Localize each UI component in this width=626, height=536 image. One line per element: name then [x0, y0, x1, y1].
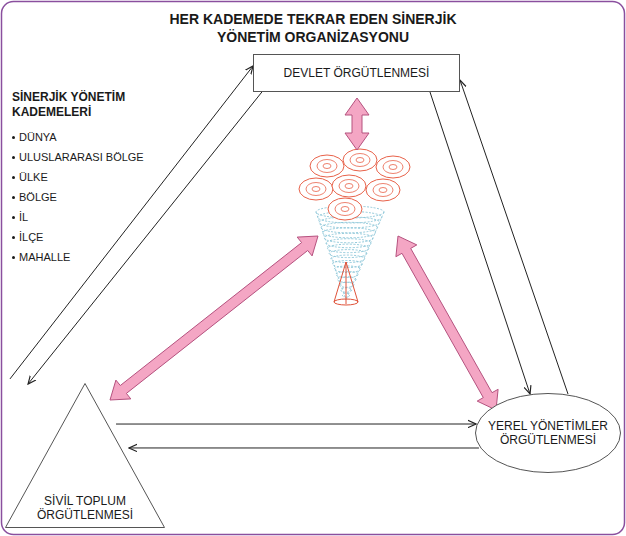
- ring: [341, 207, 349, 212]
- bullet-dot: [12, 216, 15, 219]
- ring: [389, 165, 397, 170]
- ring: [310, 155, 344, 177]
- level-item: MAHALLE: [12, 250, 70, 264]
- connector-arrow: [129, 447, 479, 448]
- spiral-turn: [321, 222, 378, 233]
- spiral-turn: [336, 271, 358, 277]
- bullet-dot: [12, 156, 15, 159]
- level-text: DÜNYA: [19, 131, 57, 143]
- pink-arrows: [110, 98, 498, 410]
- level-item: ÜLKE: [12, 170, 48, 184]
- double-arrow: [345, 98, 369, 150]
- ring: [317, 160, 337, 173]
- ring: [328, 198, 362, 220]
- ring: [306, 183, 326, 196]
- level-item: BÖLGE: [12, 190, 57, 204]
- state-box: DEVLET ÖRGÜTLENMESİ: [253, 54, 460, 92]
- bullet-dot: [12, 236, 15, 239]
- node-label: YEREL YÖNETİMLER ÖRGÜTLENMESİ: [486, 419, 610, 447]
- bullet-dot: [12, 176, 15, 179]
- ring: [350, 154, 370, 167]
- ring: [343, 149, 377, 171]
- level-text: İL: [19, 211, 28, 223]
- double-arrow: [110, 236, 318, 400]
- outline: [254, 55, 460, 92]
- connector-arrow: [28, 92, 262, 384]
- level-text: MAHALLE: [19, 251, 70, 263]
- ring: [332, 175, 366, 197]
- node-text-wrap: SİVİL TOPLUM ÖRGÜTLENMESİ: [28, 494, 142, 522]
- ring: [299, 178, 333, 200]
- outline: [6, 384, 165, 528]
- ring: [335, 203, 355, 216]
- level-item: DÜNYA: [12, 130, 57, 144]
- node-label: DEVLET ÖRGÜTLENMESİ: [257, 66, 456, 80]
- node-label: SİVİL TOPLUM ÖRGÜTLENMESİ: [28, 494, 142, 522]
- ring: [356, 158, 364, 163]
- ring: [376, 156, 410, 178]
- civil-society-triangle: SİVİL TOPLUM ÖRGÜTLENMESİ: [5, 383, 165, 528]
- connector-arrow: [116, 424, 476, 425]
- level-text: BÖLGE: [19, 191, 57, 203]
- diagram-title: HER KADEMEDE TEKRAR EDEN SİNERJİK YÖNETİ…: [163, 10, 463, 46]
- spiral-turn: [326, 239, 371, 248]
- bullet-dot: [12, 256, 15, 259]
- connector-arrow: [10, 66, 253, 379]
- level-item: İL: [12, 210, 28, 224]
- cone-edge: [316, 212, 384, 300]
- ring: [312, 187, 320, 192]
- cone-spiral: [316, 206, 384, 300]
- ring: [366, 179, 400, 201]
- node-text-wrap: YEREL YÖNETİMLER ÖRGÜTLENMESİ: [486, 419, 610, 447]
- spiral-turn: [324, 233, 373, 243]
- bullet-dot: [12, 196, 15, 199]
- double-arrow: [396, 236, 498, 410]
- level-text: İLÇE: [19, 231, 43, 243]
- ring: [339, 180, 359, 193]
- spiral-turn: [323, 228, 376, 238]
- small-cone: [334, 262, 358, 305]
- level-text: ULUSLARARASI BÖLGE: [19, 151, 144, 163]
- connector-arrow: [460, 80, 568, 394]
- outline: [476, 394, 621, 473]
- node-text-wrap: DEVLET ÖRGÜTLENMESİ: [257, 54, 456, 92]
- ring: [323, 164, 331, 169]
- ring: [373, 184, 393, 197]
- bullet-dot: [12, 136, 15, 139]
- list-heading: SİNERJİK YÖNETİM KADEMELERİ: [12, 90, 152, 120]
- level-text: ÜLKE: [19, 171, 48, 183]
- ring: [379, 188, 387, 193]
- level-item: ULUSLARARASI BÖLGE: [12, 150, 144, 164]
- level-item: İLÇE: [12, 230, 43, 244]
- ring: [345, 184, 353, 189]
- local-government-ellipse: YEREL YÖNETİMLER ÖRGÜTLENMESİ: [475, 393, 621, 473]
- ring: [383, 161, 403, 174]
- circle-cluster: [299, 149, 410, 220]
